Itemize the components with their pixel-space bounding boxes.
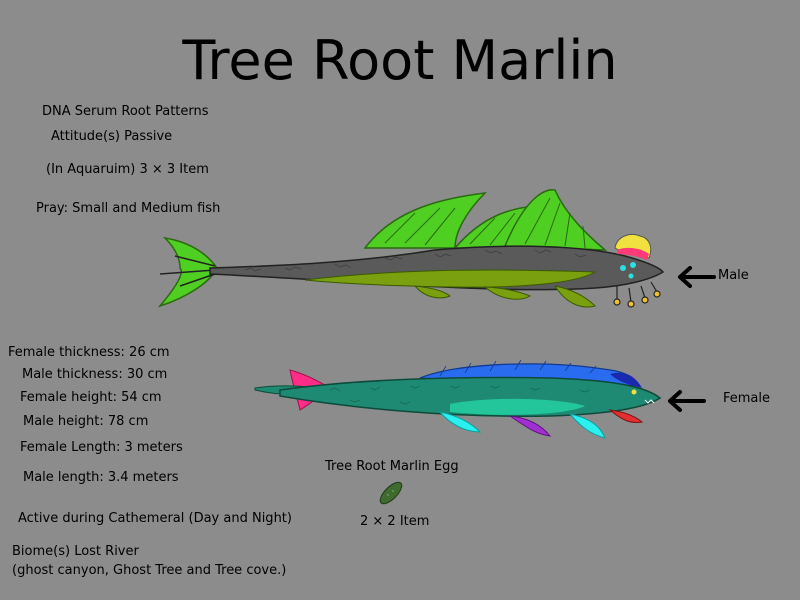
female-length-text: Female Length: 3 meters bbox=[20, 440, 183, 455]
male-height-text: Male height: 78 cm bbox=[23, 414, 149, 429]
prey-text: Pray: Small and Medium fish bbox=[36, 201, 221, 216]
arrow-left-icon bbox=[668, 390, 706, 412]
female-thickness-text: Female thickness: 26 cm bbox=[8, 345, 170, 360]
male-label: Male bbox=[718, 268, 749, 283]
egg-illustration bbox=[379, 481, 403, 505]
biome-text: Biome(s) Lost River bbox=[12, 544, 139, 559]
arrow-left-icon bbox=[678, 266, 716, 288]
page-title: Tree Root Marlin bbox=[182, 29, 618, 92]
female-fish-illustration bbox=[254, 359, 662, 439]
active-text: Active during Cathemeral (Day and Night) bbox=[18, 511, 292, 526]
male-length-text: Male length: 3.4 meters bbox=[23, 470, 179, 485]
egg-size-text: 2 × 2 Item bbox=[360, 514, 430, 529]
aquarium-text: (In Aquaruim) 3 × 3 Item bbox=[46, 162, 209, 177]
male-fish-illustration bbox=[157, 189, 665, 308]
female-height-text: Female height: 54 cm bbox=[20, 390, 162, 405]
biome-detail-text: (ghost canyon, Ghost Tree and Tree cove.… bbox=[12, 563, 287, 578]
egg-label: Tree Root Marlin Egg bbox=[325, 459, 459, 474]
attitude-text: Attitude(s) Passive bbox=[51, 129, 173, 144]
male-thickness-text: Male thickness: 30 cm bbox=[22, 367, 168, 382]
female-label: Female bbox=[723, 391, 771, 406]
dna-serum-text: DNA Serum Root Patterns bbox=[42, 104, 209, 119]
